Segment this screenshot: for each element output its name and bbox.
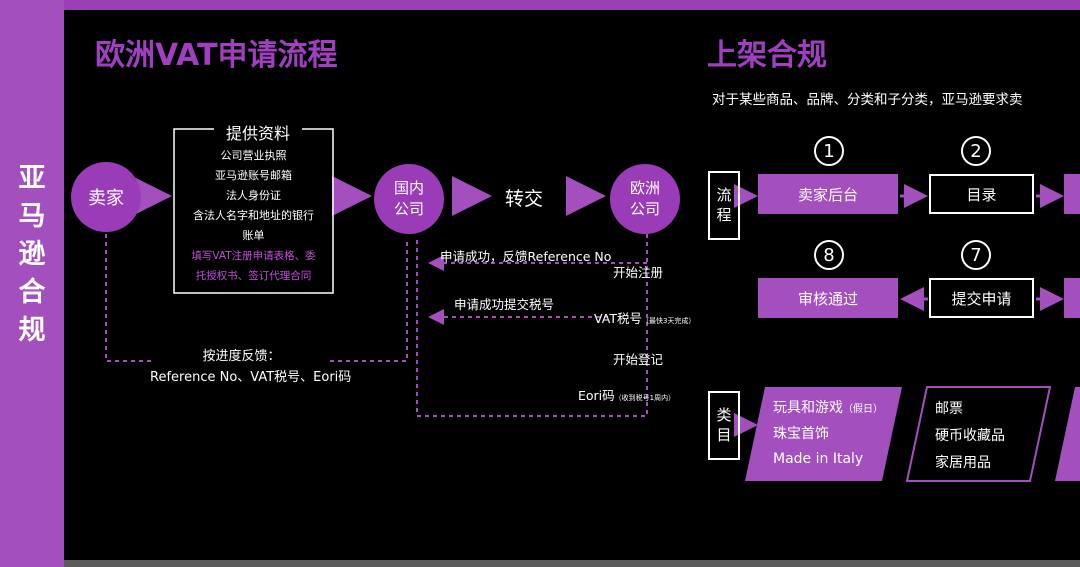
provide-title: 提供资料: [225, 124, 290, 143]
step-submit: 提交申请: [929, 278, 1034, 318]
docs-list: 公司营业执照 亚马逊账号邮箱 法人身份证 含法人名字和地址的银行 账单 填写VA…: [176, 146, 331, 286]
doc-item: 亚马逊账号邮箱: [215, 169, 292, 182]
category-label: 类 目: [708, 391, 740, 460]
sidebar: [0, 0, 64, 567]
step-register: 开始注册: [613, 265, 664, 280]
return-label-1: 申请成功，反馈Reference No: [440, 249, 612, 264]
doc-item: 账单: [242, 229, 265, 242]
eu-company-node: 欧洲 公司: [610, 164, 680, 234]
listing-title: 上架合规: [707, 38, 827, 73]
step-offscreen-2: [1064, 278, 1080, 318]
category-item: 珠宝首饰: [773, 426, 829, 442]
category-item: 邮票: [935, 401, 963, 417]
sidebar-title: 亚马逊合规: [18, 163, 46, 346]
vat-title: 欧洲VAT申请流程: [95, 38, 338, 73]
step-catalog: 目录: [929, 174, 1034, 214]
return-label-2: 申请成功提交税号: [454, 297, 555, 312]
listing-flow-arrows: [734, 184, 1064, 437]
feedback-title: 按进度反馈：: [202, 349, 281, 364]
category-item: 家居用品: [935, 455, 991, 471]
step-login: 开始登记: [613, 352, 664, 367]
vat-number-label: VAT税号（最快3天完成）: [594, 311, 696, 326]
step-offscreen-1: [1064, 174, 1080, 214]
doc-item: 法人身份证: [226, 189, 281, 202]
top-accent-bar: [0, 0, 1080, 10]
doc-highlight: 填写VAT注册申请表格、委: [191, 250, 316, 262]
category-box-1: [745, 387, 902, 481]
step-approved: 审核通过: [758, 278, 898, 318]
category-list-1: 玩具和游戏（假日） 珠宝首饰 Made in Italy: [773, 396, 883, 472]
category-item: 玩具和游戏（假日）: [773, 400, 883, 416]
domestic-company-node: 国内 公司: [374, 164, 444, 234]
bottom-strip: [64, 560, 1080, 567]
step-number: 7: [961, 240, 991, 270]
step-seller-backend: 卖家后台: [758, 174, 898, 214]
step-number: 2: [961, 136, 991, 166]
category-shapes: [745, 386, 1080, 482]
seller-node: 卖家: [71, 162, 141, 232]
category-box-3: [1055, 387, 1080, 481]
dashed-lines: [105, 232, 648, 417]
listing-desc: 对于某些商品、品牌、分类和子分类，亚马逊要求卖: [712, 92, 1023, 108]
step-number: 8: [814, 240, 844, 270]
eori-label: Eori码（收到税号1周内）: [578, 388, 676, 403]
category-list-2: 邮票 硬币收藏品 家居用品: [935, 396, 1005, 477]
doc-highlight: 托授权书、签订代理合同: [195, 270, 312, 282]
feedback-items: Reference No、VAT税号、Eori码: [150, 370, 352, 385]
category-item: Made in Italy: [773, 451, 864, 467]
doc-item: 含法人名字和地址的银行: [193, 209, 314, 222]
category-box-2: [905, 386, 1052, 482]
doc-item: 公司营业执照: [220, 149, 287, 162]
provide-box-border: [173, 128, 334, 294]
transfer-label: 转交: [505, 188, 544, 210]
step-number: 1: [814, 136, 844, 166]
category-item: 硬币收藏品: [935, 428, 1005, 444]
process-label: 流 程: [708, 171, 740, 240]
